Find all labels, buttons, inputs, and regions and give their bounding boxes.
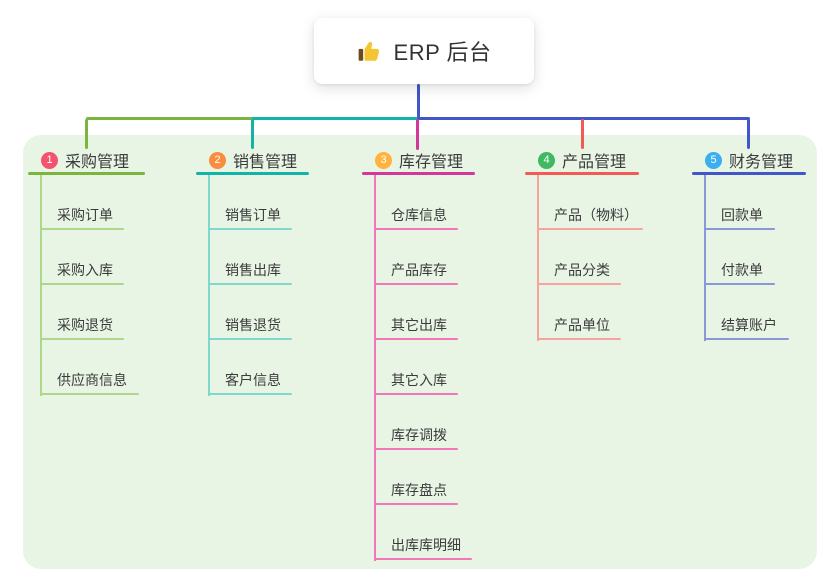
child-underline [704,228,775,230]
child-underline [537,283,621,285]
branch-label: 产品管理 [562,154,627,171]
branch-label: 库存管理 [399,154,464,171]
child-underline [537,228,643,230]
child-underline [374,283,458,285]
child-underline [704,283,775,285]
connector-finance-drop [747,119,750,149]
root-node[interactable]: ERP 后台 [314,18,534,84]
connector-sales-drop [251,119,254,149]
child-underline [374,338,458,340]
child-underline [537,338,621,340]
branch-underline [692,172,806,175]
badge-5: 5 [705,151,722,169]
children-connector [40,175,42,396]
branch-underline [28,172,145,175]
child-underline [208,228,292,230]
connector-finance-horizontal [417,117,750,120]
branches-panel [23,135,817,569]
branch-label: 财务管理 [729,154,794,171]
child-underline [208,283,292,285]
children-connector [537,175,539,341]
branch-underline [196,172,309,175]
child-underline [374,503,458,505]
child-underline [374,393,458,395]
children-connector [208,175,210,396]
root-label: ERP 后台 [393,40,492,65]
child-underline [40,283,124,285]
child-underline [374,228,458,230]
branch-underline [525,172,639,175]
branch-label: 采购管理 [65,154,130,171]
child-underline [374,448,458,450]
connector-inventory-drop [416,119,419,150]
connector-sales-horizontal [252,117,419,120]
branch-title-inventory[interactable]: 3 库存管理 [375,149,463,171]
connector-root-drop [417,84,420,118]
badge-1: 1 [41,151,58,169]
badge-3: 3 [375,151,392,169]
badge-4: 4 [538,151,555,169]
branch-title-sales[interactable]: 2 销售管理 [209,149,297,171]
children-connector [704,175,706,341]
badge-2: 2 [209,151,226,169]
child-underline [374,558,472,560]
child-underline [208,338,292,340]
children-connector [374,175,376,561]
child-underline [40,228,124,230]
child-underline [704,338,789,340]
thumbs-up-icon [357,38,383,64]
branch-title-product[interactable]: 4 产品管理 [538,149,626,171]
branch-title-finance[interactable]: 5 财务管理 [705,149,793,171]
child-underline [40,338,124,340]
connector-product-drop [581,119,584,149]
branch-underline [362,172,475,175]
branch-label: 销售管理 [233,154,298,171]
child-underline [40,393,139,395]
connector-purchase-drop [85,119,88,149]
branch-title-purchase[interactable]: 1 采购管理 [41,149,129,171]
child-underline [208,393,292,395]
